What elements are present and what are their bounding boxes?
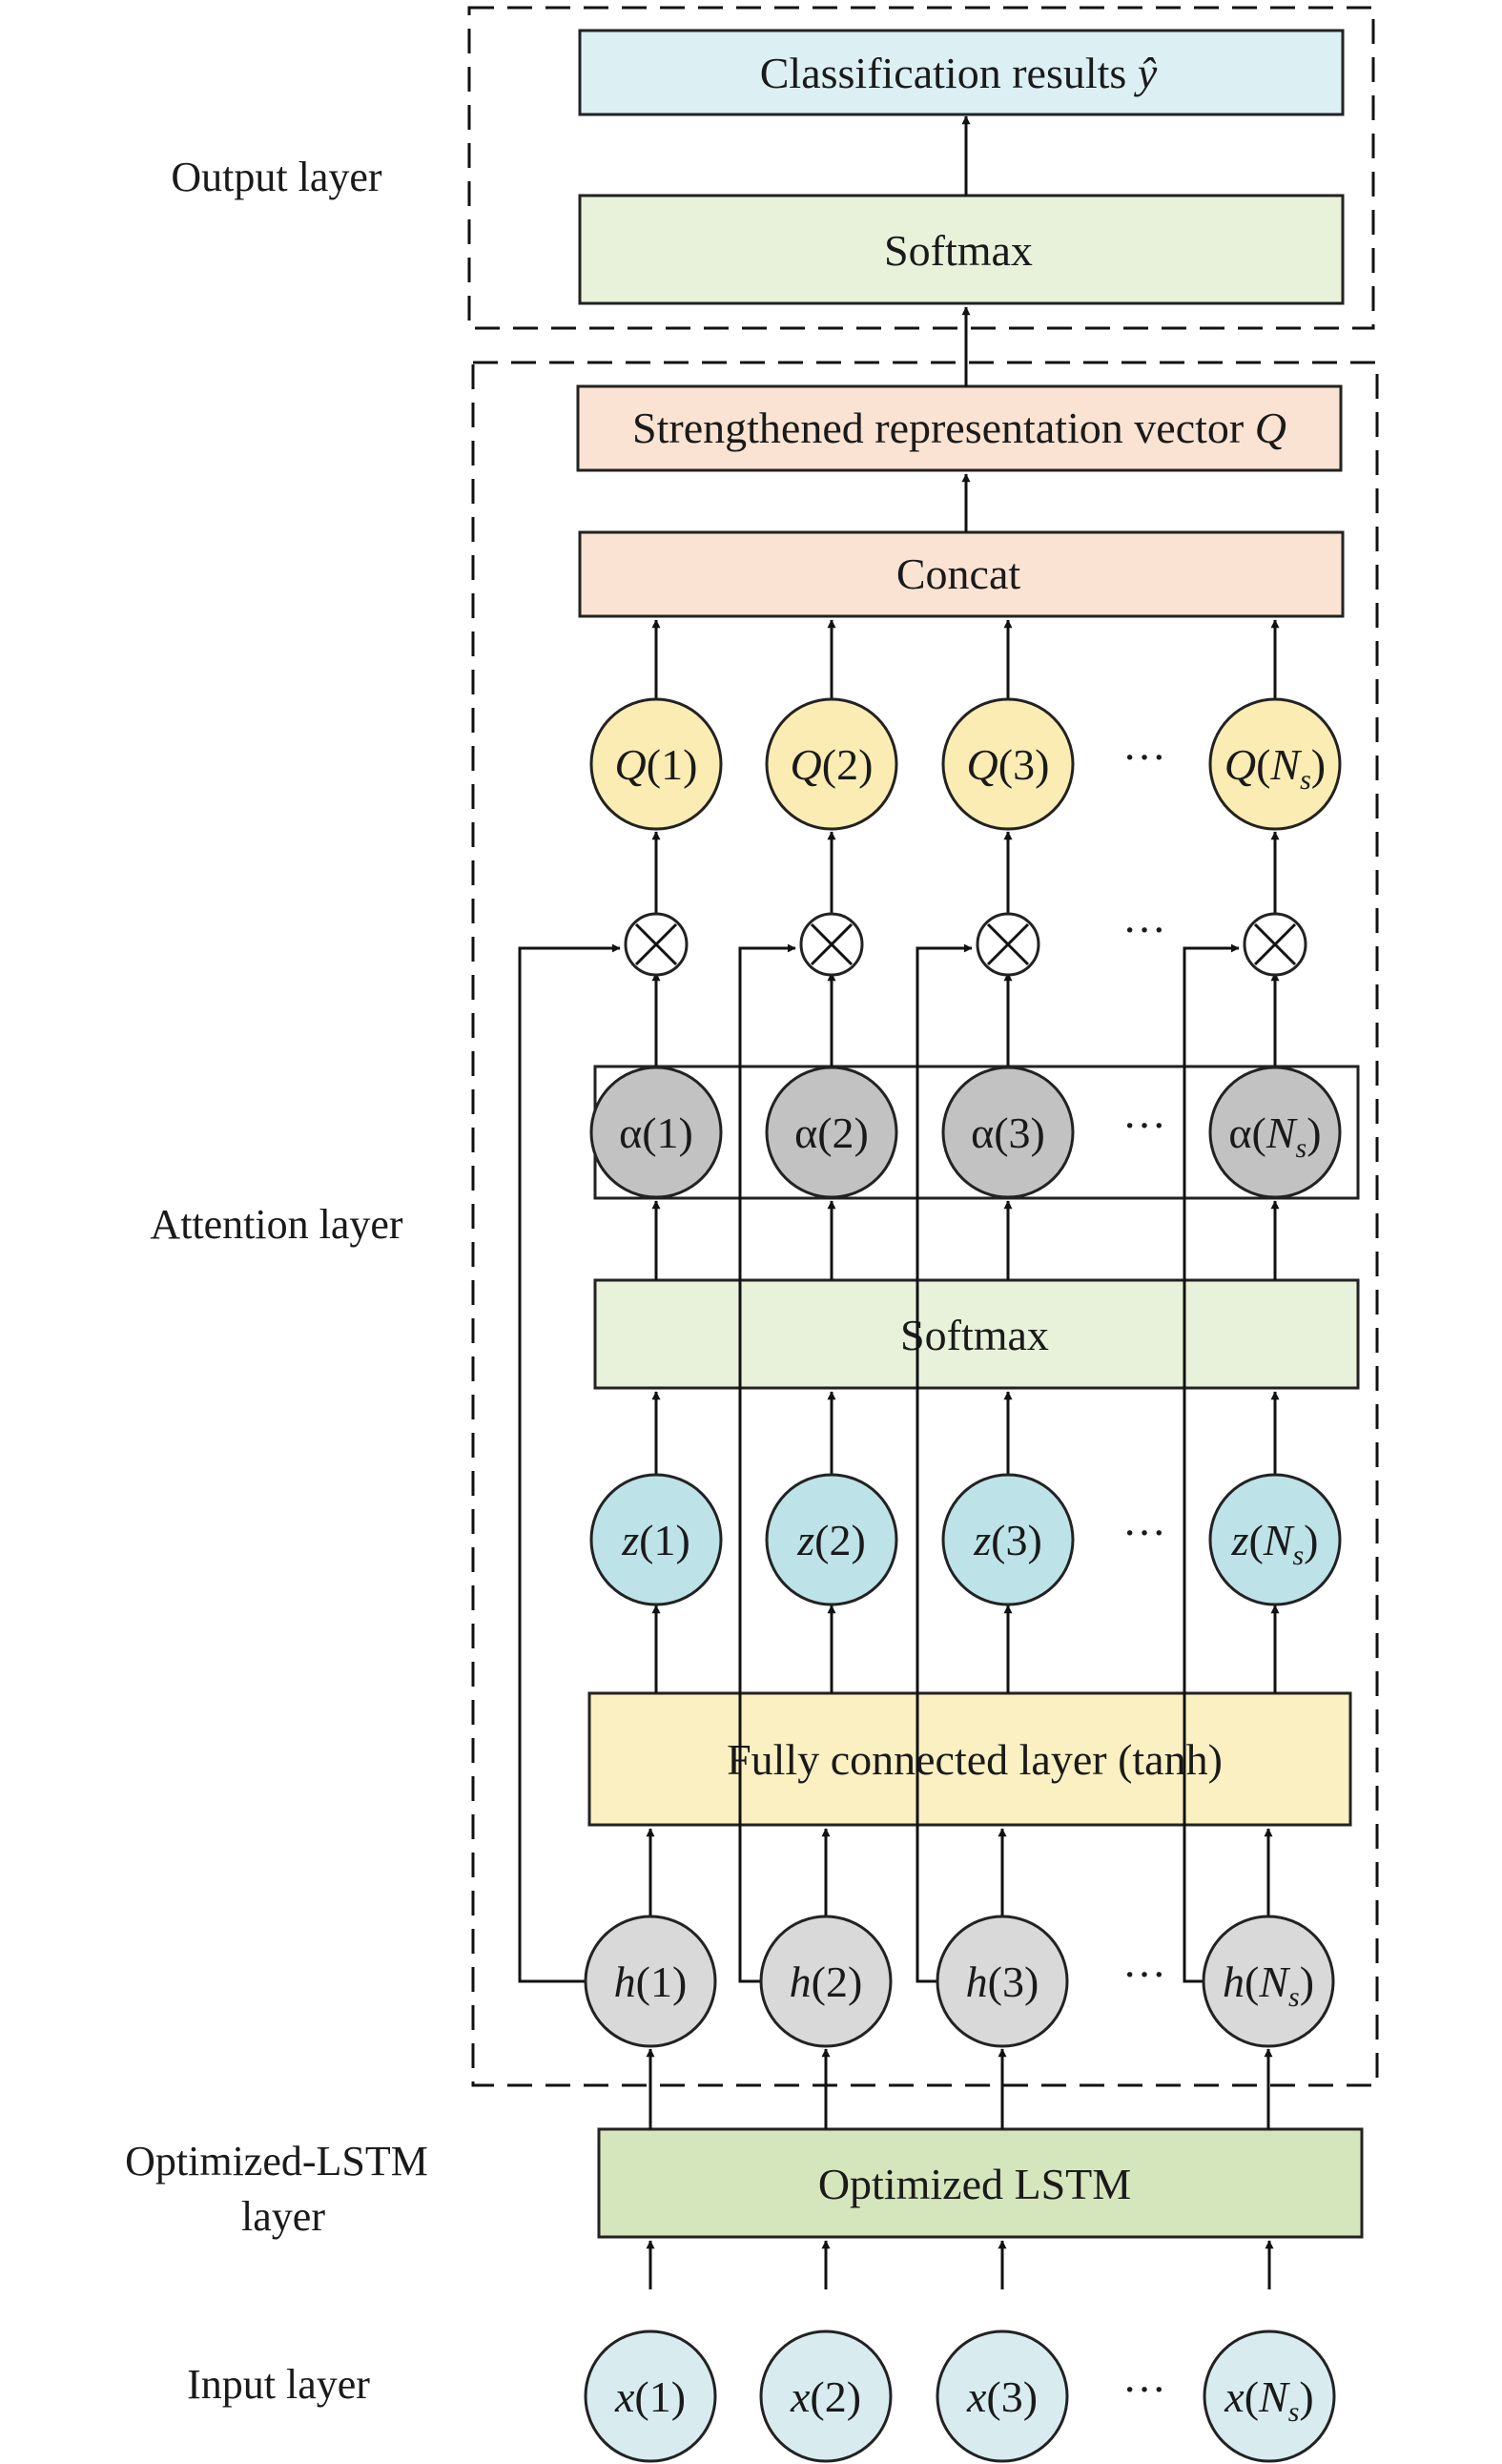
h-node-label: h(1) <box>614 1957 688 2006</box>
alpha-node-label: α(2) <box>794 1108 869 1157</box>
classification-results-box <box>578 29 1345 116</box>
output-layer-frame <box>467 6 1375 330</box>
lstm-layer-label-line1: Optimized-LSTM <box>125 2138 428 2184</box>
z-node-label: z(Ns) <box>1231 1516 1319 1571</box>
x-node-label: x(Ns) <box>1224 2372 1313 2428</box>
h-node-label: h(3) <box>966 1957 1039 2006</box>
Q-node-4: Q(Ns) <box>1208 697 1342 831</box>
multiply-row-ellipsis: ··· <box>1122 905 1166 954</box>
attention-softmax-label: Softmax <box>900 1311 1049 1359</box>
alpha-node-label: α(1) <box>619 1108 693 1157</box>
Q-node-label: Q(1) <box>615 740 698 789</box>
h-node-circle <box>1202 1915 1335 2048</box>
Q-node-label: Q(3) <box>967 740 1050 789</box>
x-node-label: x(2) <box>790 2372 861 2421</box>
x-node-1: x(1) <box>584 2329 717 2463</box>
optimized-lstm-label: Optimized LSTM <box>818 2160 1131 2208</box>
x-node-label: x(1) <box>614 2372 686 2421</box>
x-node-2: x(2) <box>759 2329 893 2463</box>
alpha-node-4: α(Ns) <box>1208 1066 1342 1199</box>
h-node-label: h(2) <box>790 1957 863 2006</box>
alpha-node-label: α(3) <box>971 1108 1045 1157</box>
connector-lines <box>518 115 1280 2289</box>
input-layer-label: Input layer <box>187 2361 370 2408</box>
z-node-label: z(2) <box>796 1516 866 1564</box>
h-node-circle <box>584 1915 717 2048</box>
alpha-node-1: α(1) <box>589 1066 723 1199</box>
x-node-circle <box>759 2329 893 2463</box>
Q-node-circle <box>1208 697 1342 831</box>
output-softmax-label: Softmax <box>884 226 1033 275</box>
strengthened-vector-box <box>576 384 1343 472</box>
fully-connected-box <box>587 1691 1352 1827</box>
z-node-2: z(2) <box>765 1473 898 1606</box>
h-node-circle <box>759 1915 893 2048</box>
classification-results-label: Classification results ŷ <box>760 49 1158 97</box>
lstm-layer-label-line2: layer <box>241 2193 325 2240</box>
h-node-label: h(Ns) <box>1223 1957 1314 2013</box>
x-node-label: x(3) <box>966 2372 1038 2421</box>
Q-node-circle <box>941 697 1075 831</box>
attention-softmax-box <box>593 1278 1360 1390</box>
skip-hn-to-multn <box>1183 943 1240 1983</box>
x-node-circle <box>584 2329 717 2463</box>
Q-node-2: Q(2) <box>765 697 898 831</box>
x-node-3: x(3) <box>936 2329 1069 2463</box>
alpha-node-circle <box>1208 1066 1342 1199</box>
alpha-node-2: α(2) <box>765 1066 898 1199</box>
h-node-circle <box>936 1915 1069 2048</box>
multiply-node-1 <box>624 912 689 977</box>
Q-node-circle <box>589 697 723 831</box>
z-node-1: z(1) <box>589 1473 723 1606</box>
z-node-4: z(Ns) <box>1208 1473 1342 1606</box>
x-node-4: x(Ns) <box>1203 2329 1336 2463</box>
x-node-circle <box>936 2329 1069 2463</box>
multiply-node-2 <box>799 912 864 977</box>
z-row-ellipsis: ··· <box>1122 1508 1166 1557</box>
h-node-3: h(3) <box>936 1915 1069 2048</box>
z-node-label: z(1) <box>621 1516 690 1564</box>
h-node-4: h(Ns) <box>1202 1915 1335 2048</box>
Q-node-3: Q(3) <box>941 697 1075 831</box>
alpha-node-circle <box>765 1066 898 1199</box>
fully-connected-label: Fully connected layer (tanh) <box>727 1735 1223 1784</box>
attention-layer-frame <box>471 361 1379 2087</box>
concat-box <box>578 530 1345 618</box>
skip-h1-to-mult1 <box>518 943 621 1983</box>
optimized-lstm-box <box>597 2127 1364 2239</box>
attention-layer-label: Attention layer <box>150 1201 402 1248</box>
Q-node-label: Q(2) <box>791 740 874 789</box>
alpha-node-circle <box>941 1066 1075 1199</box>
alpha-node-label: α(Ns) <box>1228 1108 1321 1164</box>
x-row-ellipsis: ··· <box>1122 2365 1166 2413</box>
alpha-node-3: α(3) <box>941 1066 1075 1199</box>
concat-label: Concat <box>896 549 1021 598</box>
x-node-circle <box>1203 2329 1336 2463</box>
multiply-node-3 <box>976 912 1040 977</box>
z-node-circle <box>765 1473 898 1606</box>
alpha-node-circle <box>589 1066 723 1199</box>
Q-row-ellipsis: ··· <box>1122 733 1166 781</box>
Q-node-1: Q(1) <box>589 697 723 831</box>
z-node-circle <box>1208 1473 1342 1606</box>
Q-node-circle <box>765 697 898 831</box>
alpha-row-ellipsis: ··· <box>1122 1101 1166 1149</box>
skip-h3-to-mult3 <box>916 943 973 1983</box>
h-node-2: h(2) <box>759 1915 893 2048</box>
node-rows: Q(1) Q(2) Q(3) Q(Ns) ··· ··· α(1) α(2) α(3) α(Ns)… <box>584 697 1342 2463</box>
Q-node-label: Q(Ns) <box>1224 740 1326 796</box>
strengthened-vector-label: Strengthened representation vector Q <box>632 404 1286 452</box>
output-layer-label: Output layer <box>171 154 382 200</box>
skip-h2-to-mult2 <box>738 943 796 1983</box>
z-node-label: z(3) <box>973 1516 1042 1564</box>
multiply-node-4 <box>1243 912 1307 977</box>
h-node-1: h(1) <box>584 1915 717 2048</box>
h-row-ellipsis: ··· <box>1122 1950 1166 1998</box>
output-softmax-box <box>578 194 1345 305</box>
z-node-circle <box>589 1473 723 1606</box>
z-node-circle <box>941 1473 1075 1606</box>
z-node-3: z(3) <box>941 1473 1075 1606</box>
